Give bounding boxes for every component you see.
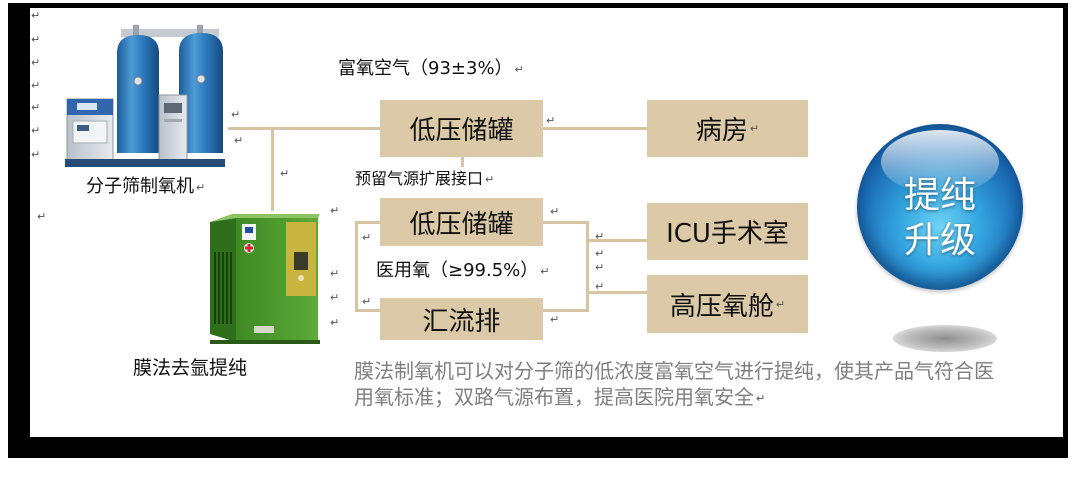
upgrade-badge: 提纯 升级 <box>857 124 1023 290</box>
connector-generator-to-tank <box>228 127 380 130</box>
brand-logo <box>242 224 256 240</box>
paragraph-mark: ↵ <box>31 79 41 92</box>
oxygen-tank <box>179 33 223 153</box>
paragraph-mark: ↵ <box>514 62 524 76</box>
paragraph-mark: ↵ <box>31 101 41 114</box>
badge-line-1: 提纯 <box>903 175 976 216</box>
paragraph-mark: ↵ <box>231 108 241 121</box>
paragraph-mark: ↵ <box>330 291 340 304</box>
paragraph-mark: ↵ <box>234 134 244 147</box>
paragraph-mark: ↵ <box>595 280 605 293</box>
node-ward: 病房↵ <box>647 100 808 157</box>
generator-caption: 分子筛制氧机↵ <box>86 172 205 198</box>
connector-generator-to-purifier <box>271 127 274 211</box>
paragraph-mark: ↵ <box>37 210 47 223</box>
rich-air-text: 富氧空气（93±3%） <box>338 58 513 79</box>
control-panel <box>286 222 316 296</box>
connector-reserve-port <box>461 157 464 167</box>
paragraph-mark: ↵ <box>595 261 605 274</box>
connector-tank-to-ward <box>543 127 647 130</box>
paragraph-mark: ↵ <box>330 267 340 280</box>
purifier-top-panel <box>210 214 320 222</box>
membrane-purifier-image <box>210 214 320 344</box>
connector-to-icu <box>586 239 647 242</box>
node-ward-label: 病房 <box>695 116 748 146</box>
machine-base <box>65 159 225 167</box>
description-paragraph: 膜法制氧机可以对分子筛的低浓度富氧空气进行提纯，使其产品气符合医 用氧标准；双路… <box>354 358 994 412</box>
description-line-2-text: 用氧标准；双路气源布置，提高医院用氧安全 <box>354 385 754 409</box>
node-low-pressure-tank-upper: 低压储罐 <box>380 100 543 157</box>
paragraph-mark: ↵ <box>540 264 550 278</box>
paragraph-mark: ↵ <box>362 295 372 308</box>
badge-shadow <box>893 325 997 352</box>
paragraph-mark: ↵ <box>31 33 41 46</box>
paragraph-mark: ↵ <box>756 391 766 405</box>
paragraph-mark: ↵ <box>775 297 786 311</box>
paragraph-mark: ↵ <box>550 205 560 218</box>
node-icu-operating-room: ICU手术室 <box>647 203 808 260</box>
paragraph-mark: ↵ <box>485 173 495 186</box>
description-line-2: 用氧标准；双路气源布置，提高医院用氧安全↵ <box>354 384 994 412</box>
paragraph-mark: ↵ <box>595 230 605 243</box>
connector-right-bracket-top <box>543 221 589 224</box>
oxygen-tank <box>117 35 159 153</box>
badge-gloss <box>881 130 999 194</box>
vent-grille <box>214 252 232 324</box>
generator-caption-text: 分子筛制氧机 <box>86 176 194 197</box>
medical-oxygen-label: 医用氧（≥99.5%）↵ <box>376 256 549 282</box>
rich-air-label: 富氧空气（93±3%）↵ <box>338 54 524 80</box>
description-line-1: 膜法制氧机可以对分子筛的低浓度富氧空气进行提纯，使其产品气符合医 <box>354 359 994 383</box>
node-low-pressure-tank-lower: 低压储罐 <box>380 198 543 246</box>
node-hyperbaric-chamber: 高压氧舱↵ <box>647 275 808 333</box>
machine-base <box>210 340 320 344</box>
pressure-gauge <box>133 76 143 86</box>
control-cabinet <box>66 98 114 162</box>
paragraph-mark: ↵ <box>31 9 41 22</box>
connector-left-bracket-bottom <box>355 309 380 312</box>
paragraph-mark: ↵ <box>546 114 556 127</box>
medical-oxygen-text: 医用氧（≥99.5%） <box>376 260 539 281</box>
purifier-caption: 膜法去氩提纯 <box>133 357 248 379</box>
reserve-port-text: 预留气源扩展接口 <box>355 169 484 188</box>
paragraph-mark: ↵ <box>280 167 290 180</box>
paragraph-mark: ↵ <box>330 204 340 217</box>
paragraph-mark: ↵ <box>31 124 41 137</box>
connector-left-bracket <box>355 221 358 312</box>
connector-right-bracket <box>586 221 589 312</box>
paragraph-mark: ↵ <box>362 231 372 244</box>
connector-to-hyperbaric <box>586 291 647 294</box>
reserve-port-label: 预留气源扩展接口↵ <box>355 165 494 189</box>
nameplate <box>254 326 274 333</box>
connector-right-bracket-bottom <box>543 309 589 312</box>
node-manifold: 汇流排 <box>380 298 543 340</box>
badge-line-2: 升级 <box>903 220 976 261</box>
node-hyperbaric-label: 高压氧舱 <box>669 291 774 322</box>
pressure-gauge <box>196 74 206 84</box>
connector-left-bracket-top <box>355 221 380 224</box>
top-piping <box>121 25 219 39</box>
paragraph-mark: ↵ <box>749 122 760 135</box>
oxygen-generator-image <box>65 25 225 167</box>
paragraph-mark: ↵ <box>196 180 206 194</box>
paragraph-mark: ↵ <box>330 316 340 329</box>
paragraph-mark: ↵ <box>31 148 41 161</box>
paragraph-mark: ↵ <box>550 313 560 326</box>
medical-cross-icon <box>244 243 254 253</box>
paragraph-mark: ↵ <box>595 247 605 260</box>
paragraph-mark: ↵ <box>31 56 41 69</box>
middle-cabinet <box>158 94 188 164</box>
